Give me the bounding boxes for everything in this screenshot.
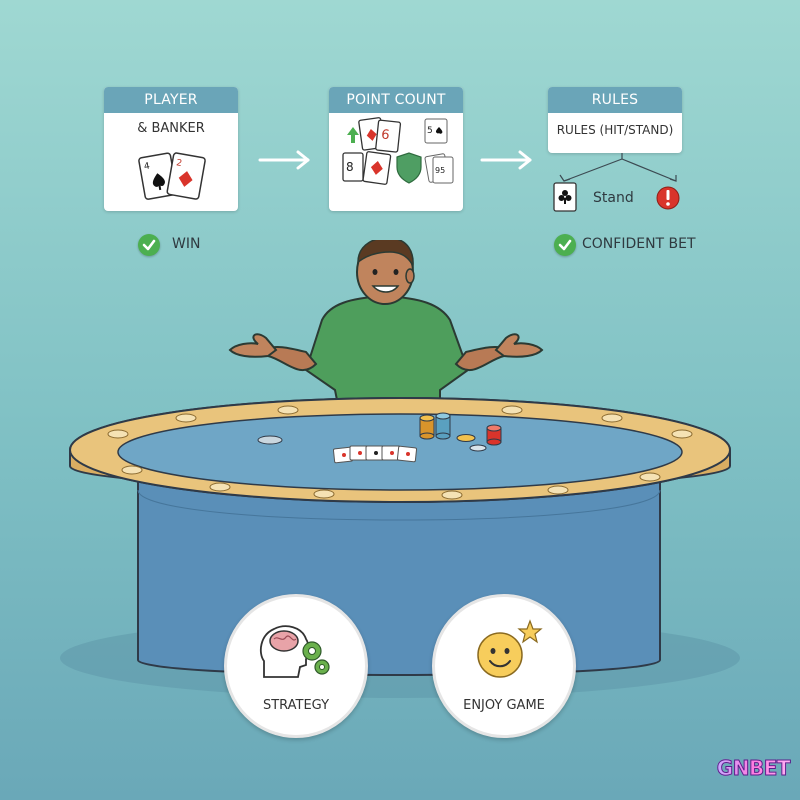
enjoy-game-label: ENJOY GAME <box>463 698 545 713</box>
arrow-right-icon <box>258 150 310 170</box>
rules-panel-title: RULES <box>548 87 682 113</box>
rules-panel-subtitle: RULES (HIT/STAND) <box>556 123 674 137</box>
strategy-badge: STRATEGY <box>224 594 368 738</box>
poker-chips <box>257 412 502 452</box>
player-panel-title: PLAYER <box>104 87 238 113</box>
point-count-panel-title: POINT COUNT <box>329 87 463 113</box>
rules-panel: RULES RULES (HIT/STAND) <box>548 87 682 153</box>
point-count-panel: POINT COUNT 6 5 8 95 <box>329 87 463 211</box>
card-rank-4: 4 <box>143 161 151 172</box>
player-banker-panel: PLAYER & BANKER 4 2 <box>104 87 238 211</box>
card-rank-8: 8 <box>346 160 354 174</box>
table-cards <box>332 445 418 464</box>
star-icon <box>517 619 543 644</box>
club-card-icon <box>553 182 577 212</box>
brain-gears-icon <box>259 625 330 678</box>
arrow-up-icon <box>347 127 359 143</box>
card-rank-2: 2 <box>175 158 182 169</box>
enjoy-game-badge: ENJOY GAME <box>432 594 576 738</box>
smiley-star-icon <box>477 619 543 678</box>
card-rank-5: 5 <box>427 126 433 136</box>
card-rank-95: 95 <box>435 166 445 175</box>
card-rank-6: 6 <box>380 127 390 143</box>
stand-label: Stand <box>593 190 634 206</box>
warning-icon <box>656 186 680 210</box>
gnbet-logo[interactable]: GNBET <box>716 756 791 781</box>
playing-cards-icon: 4 2 <box>138 152 206 200</box>
dealer-torso <box>304 294 470 416</box>
confident-bet-label: CONFIDENT BET <box>582 236 696 252</box>
strategy-label: STRATEGY <box>262 698 330 713</box>
shield-icon <box>396 152 422 184</box>
player-panel-subtitle: & BANKER <box>137 121 205 136</box>
dealer-table-illustration <box>60 240 740 698</box>
check-icon <box>554 234 576 256</box>
win-label: WIN <box>172 236 201 252</box>
check-icon <box>138 234 160 256</box>
arrow-right-icon <box>480 150 532 170</box>
point-count-illustration: 6 5 8 95 <box>342 117 454 185</box>
rules-decision-tree <box>553 153 680 212</box>
